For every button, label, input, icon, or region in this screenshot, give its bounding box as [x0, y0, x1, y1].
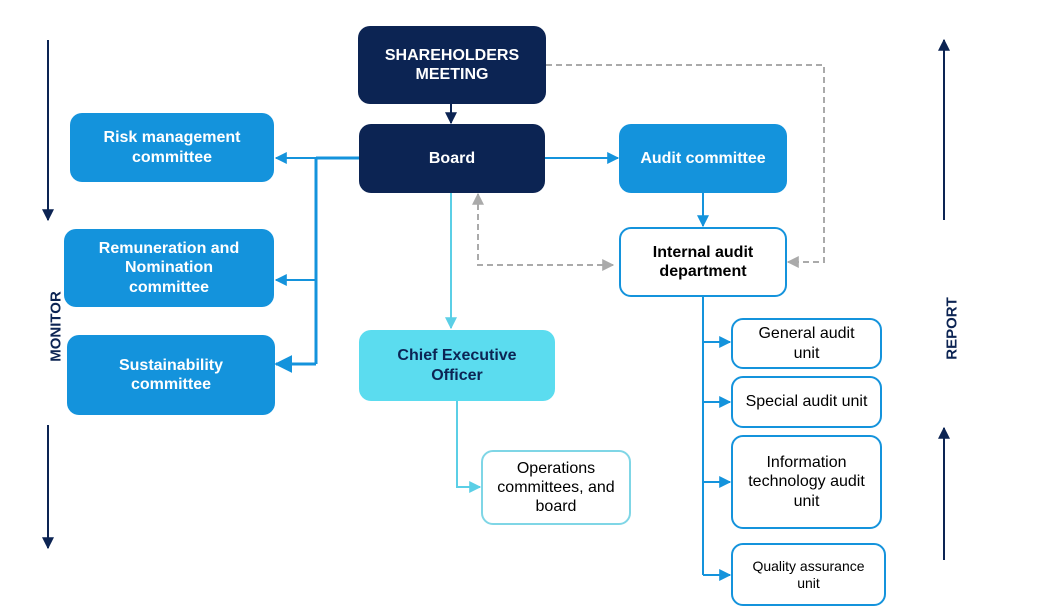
board-box: Board [359, 124, 545, 193]
internal-audit-department-box: Internal audit department [619, 227, 787, 297]
ceo-to-operations-arrow [456, 401, 482, 493]
audit-committee-box: Audit committee [619, 124, 787, 193]
chief-executive-officer-box: Chief Executive Officer [359, 330, 555, 401]
sustainability-committee-box: Sustainability committee [67, 335, 275, 415]
general-audit-unit-box: General audit unit [731, 318, 882, 369]
report-label: REPORT [943, 297, 961, 360]
it-audit-unit-box: Information technology audit unit [731, 435, 882, 529]
quality-assurance-unit-box: Quality assurance unit [731, 543, 886, 606]
special-audit-unit-box: Special audit unit [731, 376, 882, 428]
risk-management-committee-box: Risk management committee [70, 113, 274, 182]
shareholders-meeting-box: SHAREHOLDERS MEETING [358, 26, 546, 104]
operations-committees-box: Operations committees, and board [481, 450, 631, 525]
board-internal-audit-dashed [472, 192, 615, 271]
monitor-label: MONITOR [47, 291, 65, 362]
shareholders-to-internal-audit-dashed [546, 64, 825, 268]
remuneration-nomination-committee-box: Remuneration and Nomination committee [64, 229, 274, 307]
